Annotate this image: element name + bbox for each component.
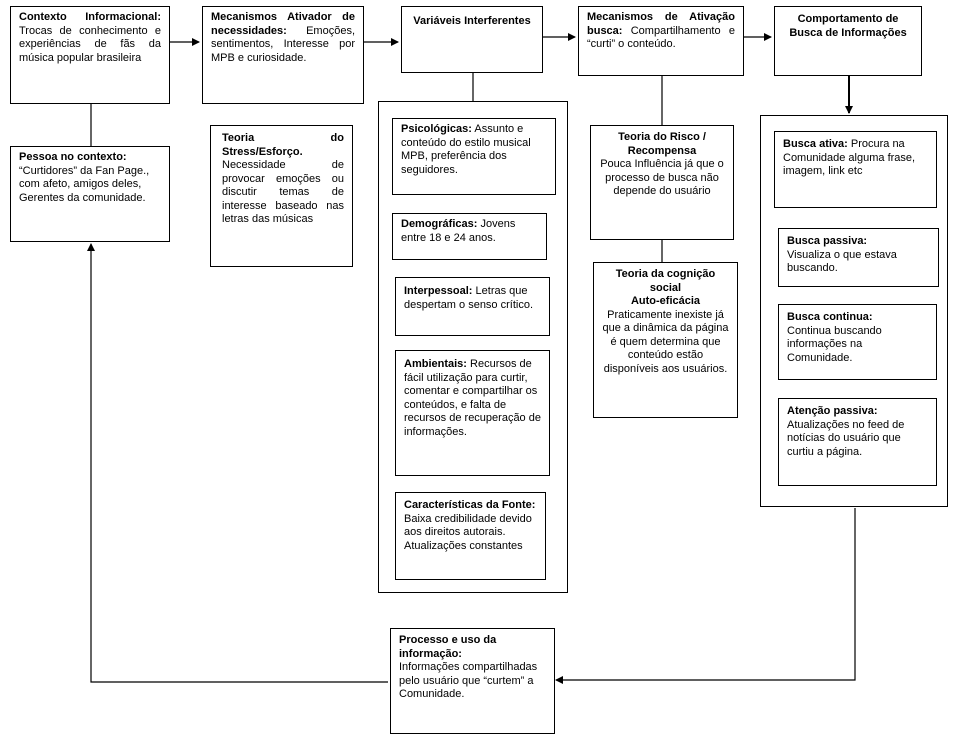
- comportamento-title: Comportamento de Busca de Informações: [789, 13, 907, 39]
- teoria-stress-box: Teoria do Stress/Esforço. Necessidade de…: [210, 125, 353, 267]
- contexto-title: Contexto Informacional:: [19, 11, 161, 23]
- busca-continua-title: Busca continua:: [787, 311, 873, 323]
- mecanismos-ativacao-box: Mecanismos de Ativação busca: Compartilh…: [578, 6, 744, 76]
- mecanismos-ativacao-text: Compartilhamento e “curti” o conteúdo.: [587, 24, 735, 51]
- busca-passiva-text: Visualiza o que estava buscando.: [787, 248, 897, 275]
- interpessoal-box: Interpessoal: Letras que despertam o sen…: [395, 277, 550, 336]
- stress-title: Teoria do Stress/Esforço.: [222, 132, 344, 158]
- teoria-cognicao-box: Teoria da cognição social Auto-eficácia …: [593, 262, 738, 418]
- interpessoal-title: Interpessoal:: [404, 285, 473, 297]
- comportamento-busca-box: Comportamento de Busca de Informações: [774, 6, 922, 76]
- caracteristicas-title: Características da Fonte:: [404, 499, 536, 511]
- psicologicas-title: Psicológicas:: [401, 123, 472, 135]
- demograficas-box: Demográficas: Jovens entre 18 e 24 anos.: [392, 213, 547, 260]
- interpessoal-text: Letras que despertam o senso crítico.: [404, 285, 534, 311]
- processo-title: Processo e uso da informação:: [399, 634, 497, 660]
- busca-ativa-title: Busca ativa:: [783, 138, 848, 150]
- psicologicas-text: Assunto e conteúdo do estilo musical MPB…: [401, 123, 531, 176]
- busca-continua-text: Continua buscando informações na Comunid…: [787, 324, 882, 364]
- risco-text: Pouca Influência já que o processo de bu…: [600, 158, 724, 197]
- demograficas-title: Demográficas:: [401, 218, 478, 230]
- variaveis-interferentes-box: Variáveis Interferentes: [401, 6, 543, 73]
- mecanismos-ativacao-title: Mecanismos de Ativação busca:: [587, 11, 735, 37]
- busca-continua-box: Busca continua: Continua buscando inform…: [778, 304, 937, 380]
- ambientais-title: Ambientais:: [404, 358, 467, 370]
- line-processo-to-pessoa: [87, 243, 388, 683]
- busca-passiva-title: Busca passiva:: [787, 235, 868, 247]
- atencao-passiva-box: Atenção passiva: Atualizações no feed de…: [778, 398, 937, 486]
- busca-ativa-text: Procura na Comunidade alguma frase, imag…: [783, 138, 916, 177]
- busca-ativa-box: Busca ativa: Procura na Comunidade algum…: [774, 131, 937, 208]
- atencao-passiva-text: Atualizações no feed de notícias do usuá…: [787, 418, 905, 458]
- caracteristicas-box: Características da Fonte: Baixa credibil…: [395, 492, 546, 580]
- processo-uso-box: Processo e uso da informação: Informaçõe…: [390, 628, 555, 734]
- cognicao-subtitle: Auto-eficácia: [630, 295, 701, 307]
- mecanismos-ativador-text: Emoções, sentimentos, Interesse por MPB …: [211, 24, 355, 64]
- psicologicas-box: Psicológicas: Assunto e conteúdo do esti…: [392, 118, 556, 195]
- line-panel-to-processo: [555, 508, 856, 684]
- ambientais-text: Recursos de fácil utilização para curtir…: [404, 358, 541, 438]
- contexto-informacional-box: Contexto Informacional: Trocas de conhec…: [10, 6, 170, 104]
- pessoa-title: Pessoa no contexto:: [19, 151, 127, 163]
- caracteristicas-text: Baixa credibilidade devido aos direitos …: [404, 512, 532, 552]
- ambientais-box: Ambientais: Recursos de fácil utilização…: [395, 350, 550, 476]
- mecanismos-ativador-box: Mecanismos Ativador de necessidades: Emo…: [202, 6, 364, 104]
- busca-passiva-box: Busca passiva: Visualiza o que estava bu…: [778, 228, 939, 287]
- atencao-passiva-title: Atenção passiva:: [787, 405, 878, 417]
- cognicao-text: Praticamente inexiste já que a dinâmica …: [602, 308, 729, 375]
- pessoa-text: “Curtidores” da Fan Page., com afeto, am…: [19, 164, 150, 204]
- demograficas-text: Jovens entre 18 e 24 anos.: [401, 218, 516, 244]
- processo-text: Informações compartilhadas pelo usuário …: [399, 661, 538, 700]
- pessoa-contexto-box: Pessoa no contexto: “Curtidores” da Fan …: [10, 146, 170, 242]
- teoria-risco-box: Teoria do Risco / Recompensa Pouca Influ…: [590, 125, 734, 240]
- cognicao-title: Teoria da cognição social: [615, 268, 716, 294]
- stress-text: Necessidade de provocar emoções ou discu…: [222, 159, 344, 225]
- variaveis-title: Variáveis Interferentes: [413, 15, 531, 27]
- risco-title: Teoria do Risco / Recompensa: [618, 131, 706, 157]
- mecanismos-ativador-title: Mecanismos Ativador de necessidades:: [211, 11, 355, 37]
- contexto-text: Trocas de conhecimento e experiências de…: [19, 24, 161, 64]
